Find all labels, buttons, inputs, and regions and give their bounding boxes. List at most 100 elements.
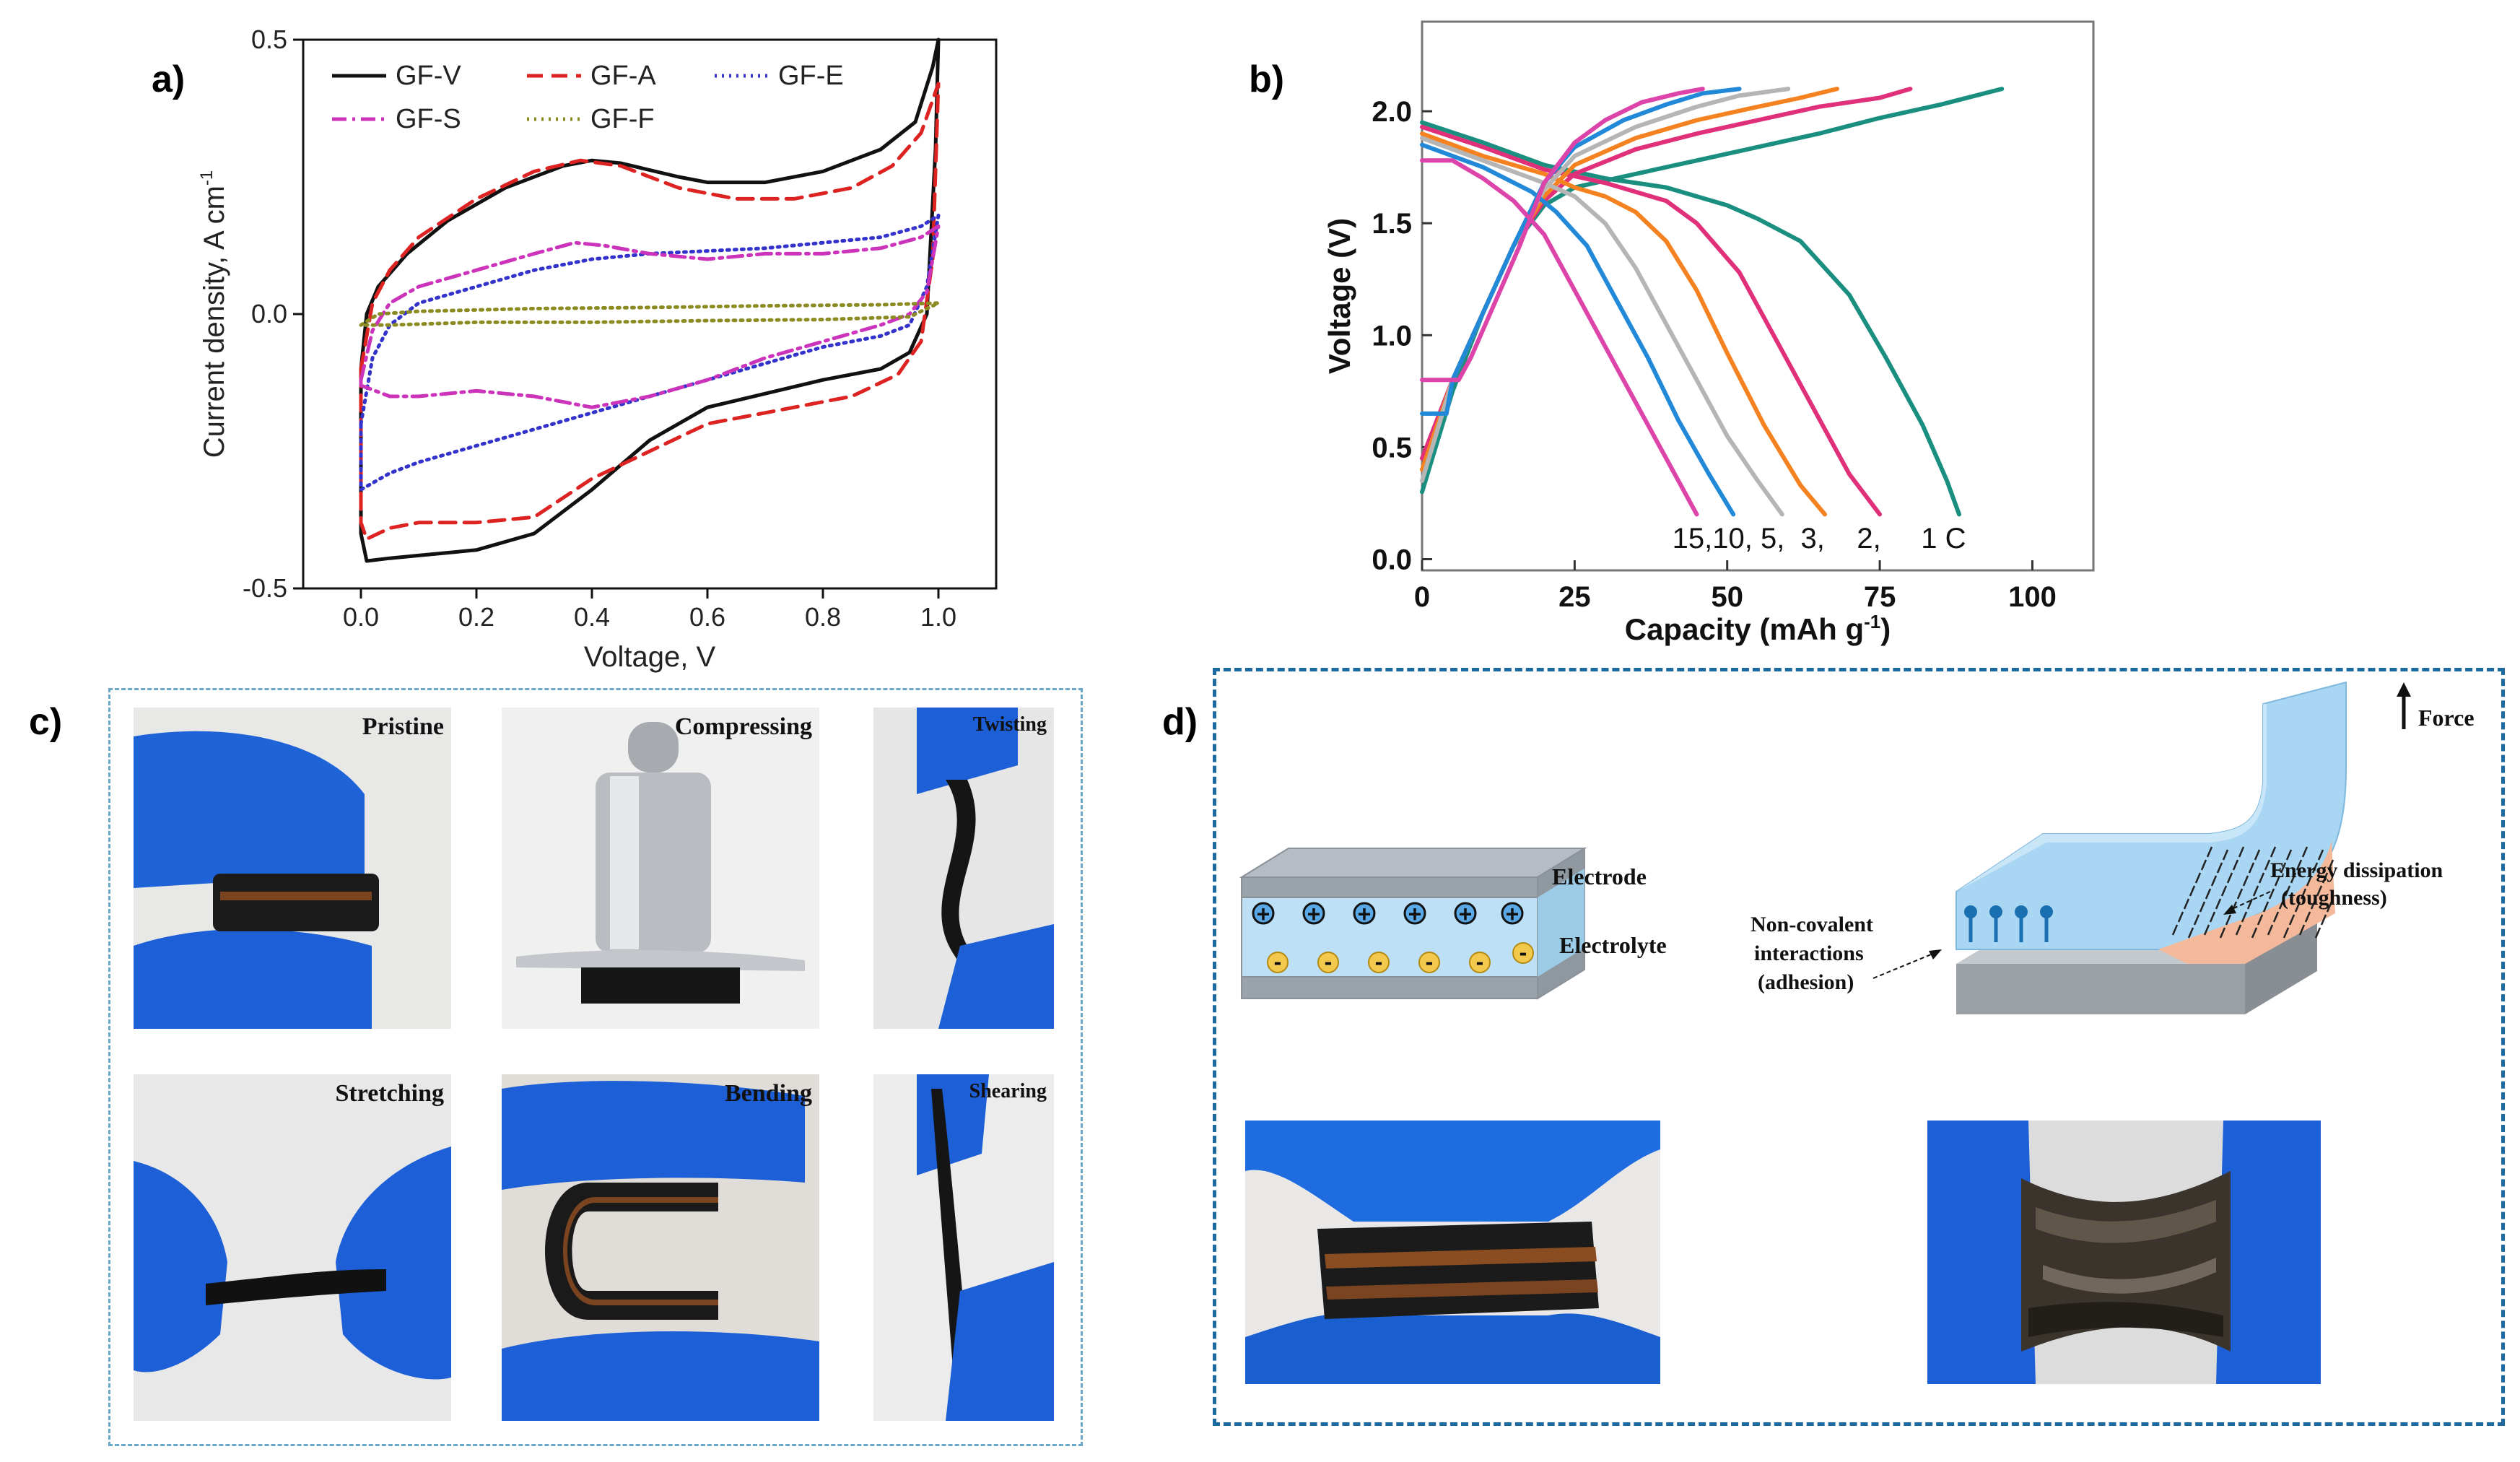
series-discharge-5 (1420, 136, 1784, 517)
dissipation-mark (2242, 875, 2249, 887)
dissipation-mark (2296, 859, 2303, 871)
energy-pointer-head (2223, 905, 2236, 915)
dissipation-mark (2183, 898, 2190, 910)
dissipation-mark (2199, 901, 2206, 913)
dissipation-mark (2320, 914, 2327, 926)
energy-pointer (2230, 891, 2271, 910)
dissipation-mark (2177, 911, 2184, 923)
dissipation-mark (2311, 862, 2319, 874)
dissipation-mark (2194, 872, 2202, 884)
photo-pristine: Pristine (134, 708, 451, 1029)
dissipation-mark (2321, 872, 2329, 884)
minus-ion (1418, 952, 1440, 973)
dissipation-mark (2306, 875, 2313, 887)
energy-label-1: Energy dissipation (2270, 858, 2443, 882)
series-discharge-2-c (1420, 124, 1883, 517)
y-tick-label-b: 1.5 (1372, 208, 1412, 240)
legend-label-gf-a: GF-A (590, 61, 656, 91)
adhesion-pin-head (2015, 905, 2028, 918)
dissipation-mark (2205, 888, 2212, 900)
y-axis-label-b: Voltage (V) (1322, 218, 1356, 374)
series-charge-2-c (1420, 87, 1913, 461)
series-charge-15 (1420, 87, 1705, 383)
series-discharge-15 (1420, 158, 1699, 517)
minus-ion-sign: - (1375, 949, 1383, 975)
minus-ion (1469, 952, 1491, 973)
x-tick-label-a: 0.6 (689, 602, 725, 632)
dissipation-mark (2262, 901, 2270, 913)
x-axis-label-a: Voltage, V (584, 641, 716, 673)
mechanism-box (1213, 668, 2505, 1426)
photo-caption-shearing: Shearing (969, 1080, 1047, 1102)
y-tick-label-b: 1.0 (1372, 320, 1412, 352)
dissipation-mark (2193, 914, 2200, 926)
dissipation-mark (2316, 885, 2323, 897)
dissipation-mark (2290, 872, 2297, 884)
plus-ion (1501, 902, 1524, 925)
substrate-side (2245, 921, 2317, 1014)
x-tick-label-a: 0.8 (805, 602, 841, 632)
minus-ion (1512, 942, 1534, 964)
y-axis-label-sup-a: -1 (197, 170, 217, 186)
adhesion-pin-head (1964, 905, 1977, 918)
y-tick-label-b: 0.5 (1372, 432, 1412, 464)
x-tick-label-b: 25 (1558, 581, 1591, 613)
electrode-bottom (1241, 976, 1538, 999)
photo-sample-pressed (1245, 1121, 1660, 1384)
electrode-top-face (1239, 848, 1587, 878)
dissipation-mark (2219, 927, 2226, 939)
plus-ion-sign: + (1257, 901, 1270, 927)
dissipation-mark (2216, 862, 2223, 874)
dissipation-mark (2226, 872, 2233, 884)
electrolyte-side (1538, 869, 1584, 977)
dissipation-mark (2326, 901, 2333, 913)
dissipation-mark (2327, 859, 2334, 871)
dissipation-mark (2206, 846, 2213, 858)
adhesion-pin-head (2040, 905, 2053, 918)
dissipation-mark (2310, 898, 2317, 910)
x-tick-label-b: 100 (2008, 581, 2057, 613)
plot-frame-b (1421, 20, 2095, 572)
photo-twisting: Twisting (873, 708, 1054, 1029)
dissipation-mark (2258, 872, 2265, 884)
dissipation-mark (2284, 885, 2291, 897)
dissipation-mark (2251, 927, 2258, 939)
series-line-gf-e (359, 213, 941, 492)
dissipation-mark (2222, 849, 2229, 861)
photo-sample-peeled (1927, 1121, 2321, 1384)
dissipation-mark (2254, 849, 2261, 861)
dissipation-mark (2238, 846, 2245, 858)
dissipation-mark (2257, 914, 2264, 926)
dissipation-mark (2304, 911, 2311, 923)
series-line-gf-v (359, 38, 941, 563)
minus-ion-sign: - (1520, 939, 1527, 965)
dissipation-mark (2248, 862, 2255, 874)
dissipation-mark (2215, 898, 2222, 910)
dissipation-mark (2280, 862, 2287, 874)
x-tick-label-b: 0 (1414, 581, 1430, 613)
series-line-gf-f (359, 301, 941, 327)
series-line-gf-s (359, 224, 941, 409)
x-tick-label-a: 0.4 (574, 602, 610, 632)
photo-caption-compressing: Compressing (674, 713, 812, 740)
x-axis-label-b: Capacity (mAh g-1) (1625, 611, 1891, 646)
legend-label-gf-s: GF-S (396, 104, 461, 134)
dissipation-mark (2300, 888, 2307, 900)
dissipation-mark (2268, 888, 2275, 900)
dissipation-mark (2264, 859, 2271, 871)
legend-label-gf-v: GF-V (396, 61, 461, 91)
dissipation-mark (2270, 846, 2277, 858)
photo-caption-bending: Bending (725, 1080, 812, 1107)
plus-ion (1403, 902, 1426, 925)
dissipation-mark (2274, 875, 2281, 887)
series-charge-5 (1420, 87, 1791, 483)
dissipation-mark (2220, 885, 2228, 897)
minus-ion-sign: - (1476, 949, 1484, 975)
series-discharge-3 (1420, 131, 1827, 517)
dissipation-mark (2288, 914, 2296, 926)
dissipation-mark (2189, 885, 2196, 897)
sandwich-cell: ++++++ ------ (1239, 847, 1587, 1000)
x-tick-label-b: 75 (1864, 581, 1896, 613)
panel-label-d: d) (1162, 701, 1198, 743)
dissipation-mark (2283, 927, 2290, 939)
